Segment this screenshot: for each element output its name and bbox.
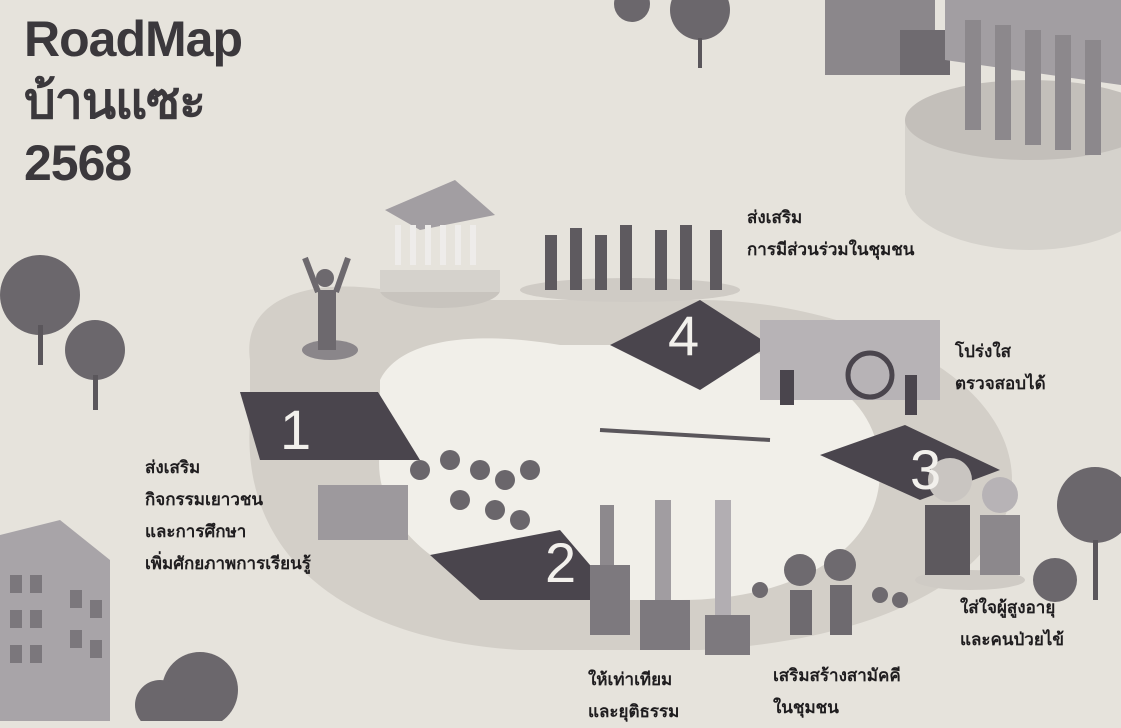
page-title: RoadMap บ้านแซะ 2568 xyxy=(24,8,243,194)
step-1-label: ส่งเสริม กิจกรรมเยาวชน และการศึกษา เพิ่ม… xyxy=(145,452,311,580)
step-number-3: 3 xyxy=(910,438,942,501)
step-3a-line-2: ตรวจสอบได้ xyxy=(955,374,1046,394)
step-4-label: ส่งเสริม การมีส่วนร่วมในชุมชน xyxy=(747,202,914,266)
step-2-line-2: และยุติธรรม xyxy=(588,702,680,722)
title-line-2: บ้านแซะ xyxy=(24,73,206,129)
unity-line-1: เสริมสร้างสามัคคี xyxy=(773,666,901,686)
step-3b-line-1: ใส่ใจผู้สูงอายุ xyxy=(960,598,1056,618)
step-2-line-1: ให้เท่าเทียม xyxy=(588,670,673,690)
unity-line-2: ในชุมชน xyxy=(773,698,839,718)
equality-pedestals-illustration xyxy=(590,428,771,655)
step-number-1: 1 xyxy=(280,398,312,461)
unity-label: เสริมสร้างสามัคคี ในชุมชน xyxy=(773,660,901,724)
step-number-4: 4 xyxy=(668,304,700,367)
elderly-couple-illustration xyxy=(915,458,1025,590)
step-2-label: ให้เท่าเทียม และยุติธรรม xyxy=(588,664,679,728)
title-line-3: 2568 xyxy=(24,135,132,191)
step-1-line-3: และการศึกษา xyxy=(145,522,247,542)
youth-activity-illustration xyxy=(318,450,540,540)
apartment-building-illustration xyxy=(0,520,110,721)
transparency-illustration xyxy=(760,320,940,415)
unity-crowd-illustration xyxy=(752,549,908,635)
step-number-2: 2 xyxy=(545,531,577,594)
step-1-line-1: ส่งเสริม xyxy=(145,458,201,478)
temple-illustration xyxy=(380,180,500,308)
step-3a-label: โปร่งใส ตรวจสอบได้ xyxy=(955,336,1046,400)
government-building-illustration xyxy=(825,0,1121,250)
step-3b-label: ใส่ใจผู้สูงอายุ และคนป่วยไข้ xyxy=(960,592,1064,656)
step-3b-line-2: และคนป่วยไข้ xyxy=(960,630,1064,650)
celebrating-person-illustration xyxy=(302,256,358,360)
step-3a-line-1: โปร่งใส xyxy=(955,342,1012,362)
community-people-illustration xyxy=(520,225,740,302)
step-1-line-2: กิจกรรมเยาวชน xyxy=(145,490,264,510)
step-1-line-4: เพิ่มศักยภาพการเรียนรู้ xyxy=(145,554,311,574)
step-4-line-1: ส่งเสริม xyxy=(747,208,803,228)
step-4-line-2: การมีส่วนร่วมในชุมชน xyxy=(747,240,915,260)
title-line-1: RoadMap xyxy=(24,11,243,67)
